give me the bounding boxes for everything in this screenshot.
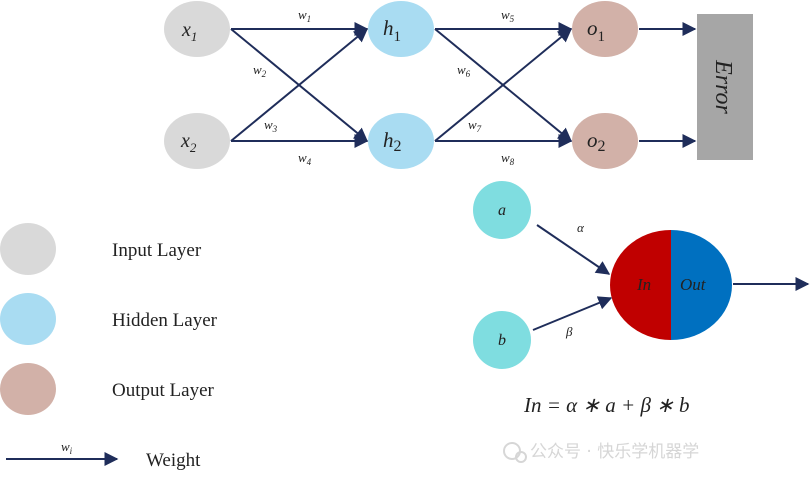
weight-label-w5: w5 — [501, 7, 515, 24]
output-node-o1 — [572, 1, 638, 57]
legend-hidden-label: Hidden Layer — [112, 310, 218, 331]
watermark-chat-icon — [503, 442, 521, 460]
neuron-input-b-label: b — [498, 332, 506, 349]
output-node-o1-label: o1 — [587, 16, 605, 45]
neuron-in-half — [610, 230, 671, 340]
legend-weight-symbol: wi — [61, 439, 73, 456]
output-node-o2-label: o2 — [587, 128, 606, 155]
neuron-out-half — [671, 230, 732, 340]
weight-label-w3: w3 — [264, 117, 278, 134]
watermark: 公众号 · 快乐学机器学 — [503, 442, 699, 463]
legend-output-swatch — [0, 363, 56, 415]
neuron-detail: a b α β In Out In = α ∗ a + β ∗ b — [473, 181, 810, 417]
edge-h2-o1 — [434, 28, 573, 142]
neuron-input-a — [473, 181, 531, 239]
input-node-x2-label: x2 — [180, 130, 197, 155]
watermark-text: 公众号 · 快乐学机器学 — [530, 442, 699, 462]
input-node-x1-label: x1 — [181, 19, 197, 44]
legend-hidden-swatch — [0, 293, 56, 345]
output-node-o2 — [572, 113, 638, 169]
neuron-edge-a — [536, 224, 611, 275]
weight-label-w8: w8 — [501, 150, 515, 167]
input-nodes: x1 x2 — [164, 1, 230, 169]
error-box-label: Error — [710, 59, 736, 114]
weight-label-w1: w1 — [298, 7, 311, 24]
legend-input-label: Input Layer — [112, 240, 202, 261]
neuron-input-b — [473, 311, 531, 369]
legend-output-label: Output Layer — [112, 380, 215, 401]
hidden-node-h1-label: h1 — [383, 16, 401, 45]
hidden-nodes: h1 h2 — [368, 1, 434, 169]
error-box-rect — [697, 14, 753, 160]
connections-hidden-output — [434, 22, 573, 148]
input-node-x1 — [164, 1, 230, 57]
weight-labels: w1 w2 w3 w4 w5 w6 w7 w8 — [253, 7, 515, 167]
connections-output-error — [639, 22, 697, 148]
edge-x2-h1 — [230, 28, 369, 142]
watermark-chat-icon-dot — [515, 451, 527, 463]
legend-weight-label: Weight — [146, 450, 201, 471]
error-box: Error — [697, 14, 753, 160]
weight-label-w7: w7 — [468, 117, 482, 134]
neuron-edge-b — [532, 296, 613, 331]
neuron-input-a-label: a — [498, 202, 506, 219]
weight-label-w2: w2 — [253, 62, 267, 79]
legend: Input Layer Hidden Layer Output Layer wi… — [0, 223, 218, 471]
weight-label-w6: w6 — [457, 62, 471, 79]
neuron-in-label: In — [636, 275, 651, 294]
neuron-formula: In = α ∗ a + β ∗ b — [523, 393, 690, 417]
connections-input-hidden — [230, 22, 369, 148]
neuron-weight-alpha: α — [577, 220, 585, 235]
hidden-node-h2-label: h2 — [383, 128, 402, 155]
neuron-out-label: Out — [680, 275, 707, 294]
hidden-node-h2 — [368, 113, 434, 169]
output-nodes: o1 o2 — [572, 1, 638, 169]
weight-label-w4: w4 — [298, 150, 312, 167]
input-node-x2 — [164, 113, 230, 169]
legend-input-swatch — [0, 223, 56, 275]
neuron-weight-beta: β — [565, 324, 573, 339]
hidden-node-h1 — [368, 1, 434, 57]
